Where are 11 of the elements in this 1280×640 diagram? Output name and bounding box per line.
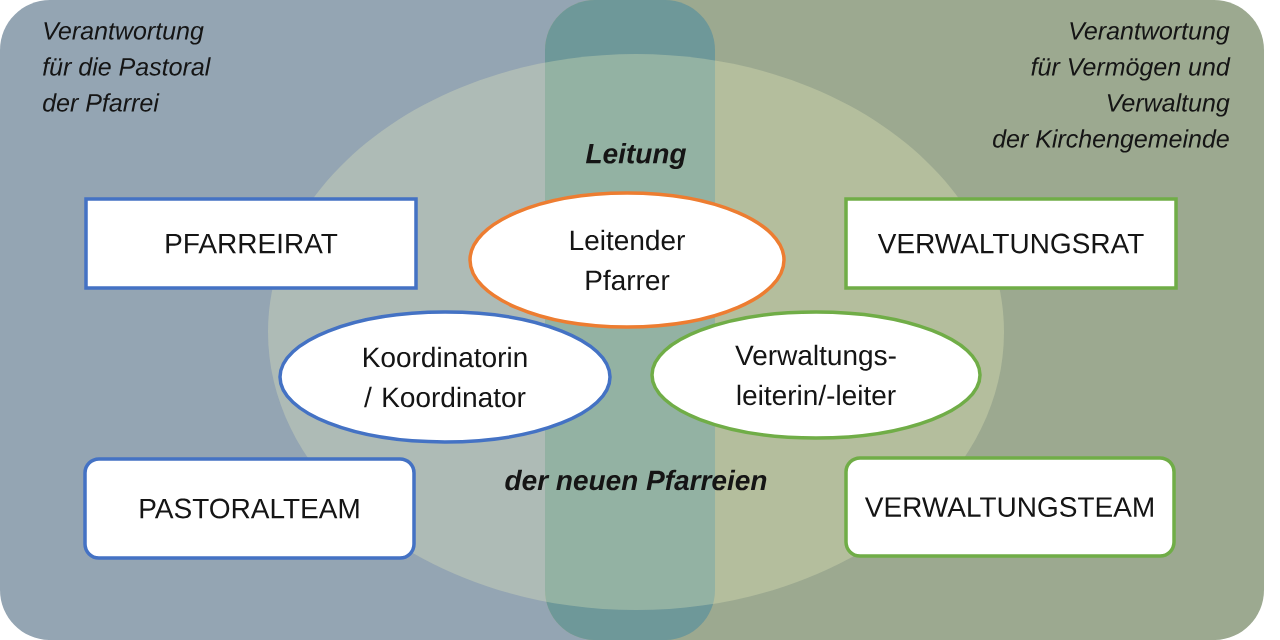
oval-node: Leitender Pfarrer	[468, 191, 786, 329]
rounded-box: VERWALTUNGSTEAM	[844, 456, 1176, 558]
rectangle-box: VERWALTUNGSRAT	[844, 197, 1178, 290]
oval-node: Verwaltungs- leiterin/-leiter	[650, 310, 982, 440]
rectangle-box: PFARREIRAT	[84, 197, 418, 290]
oval-heading: Leitung	[585, 142, 687, 170]
region-heading: Verantwortung für Vermögen und Verwaltung der Kirchengemeinde	[993, 22, 1231, 153]
oval-node: Koordinatorin / Koordinator	[278, 310, 612, 444]
region-heading: Verantwortung für die Pastoral der Pfarrei	[43, 22, 211, 112]
oval-caption: der neuen Pfarreien	[505, 469, 767, 491]
rounded-box: PASTORALTEAM	[83, 457, 416, 560]
